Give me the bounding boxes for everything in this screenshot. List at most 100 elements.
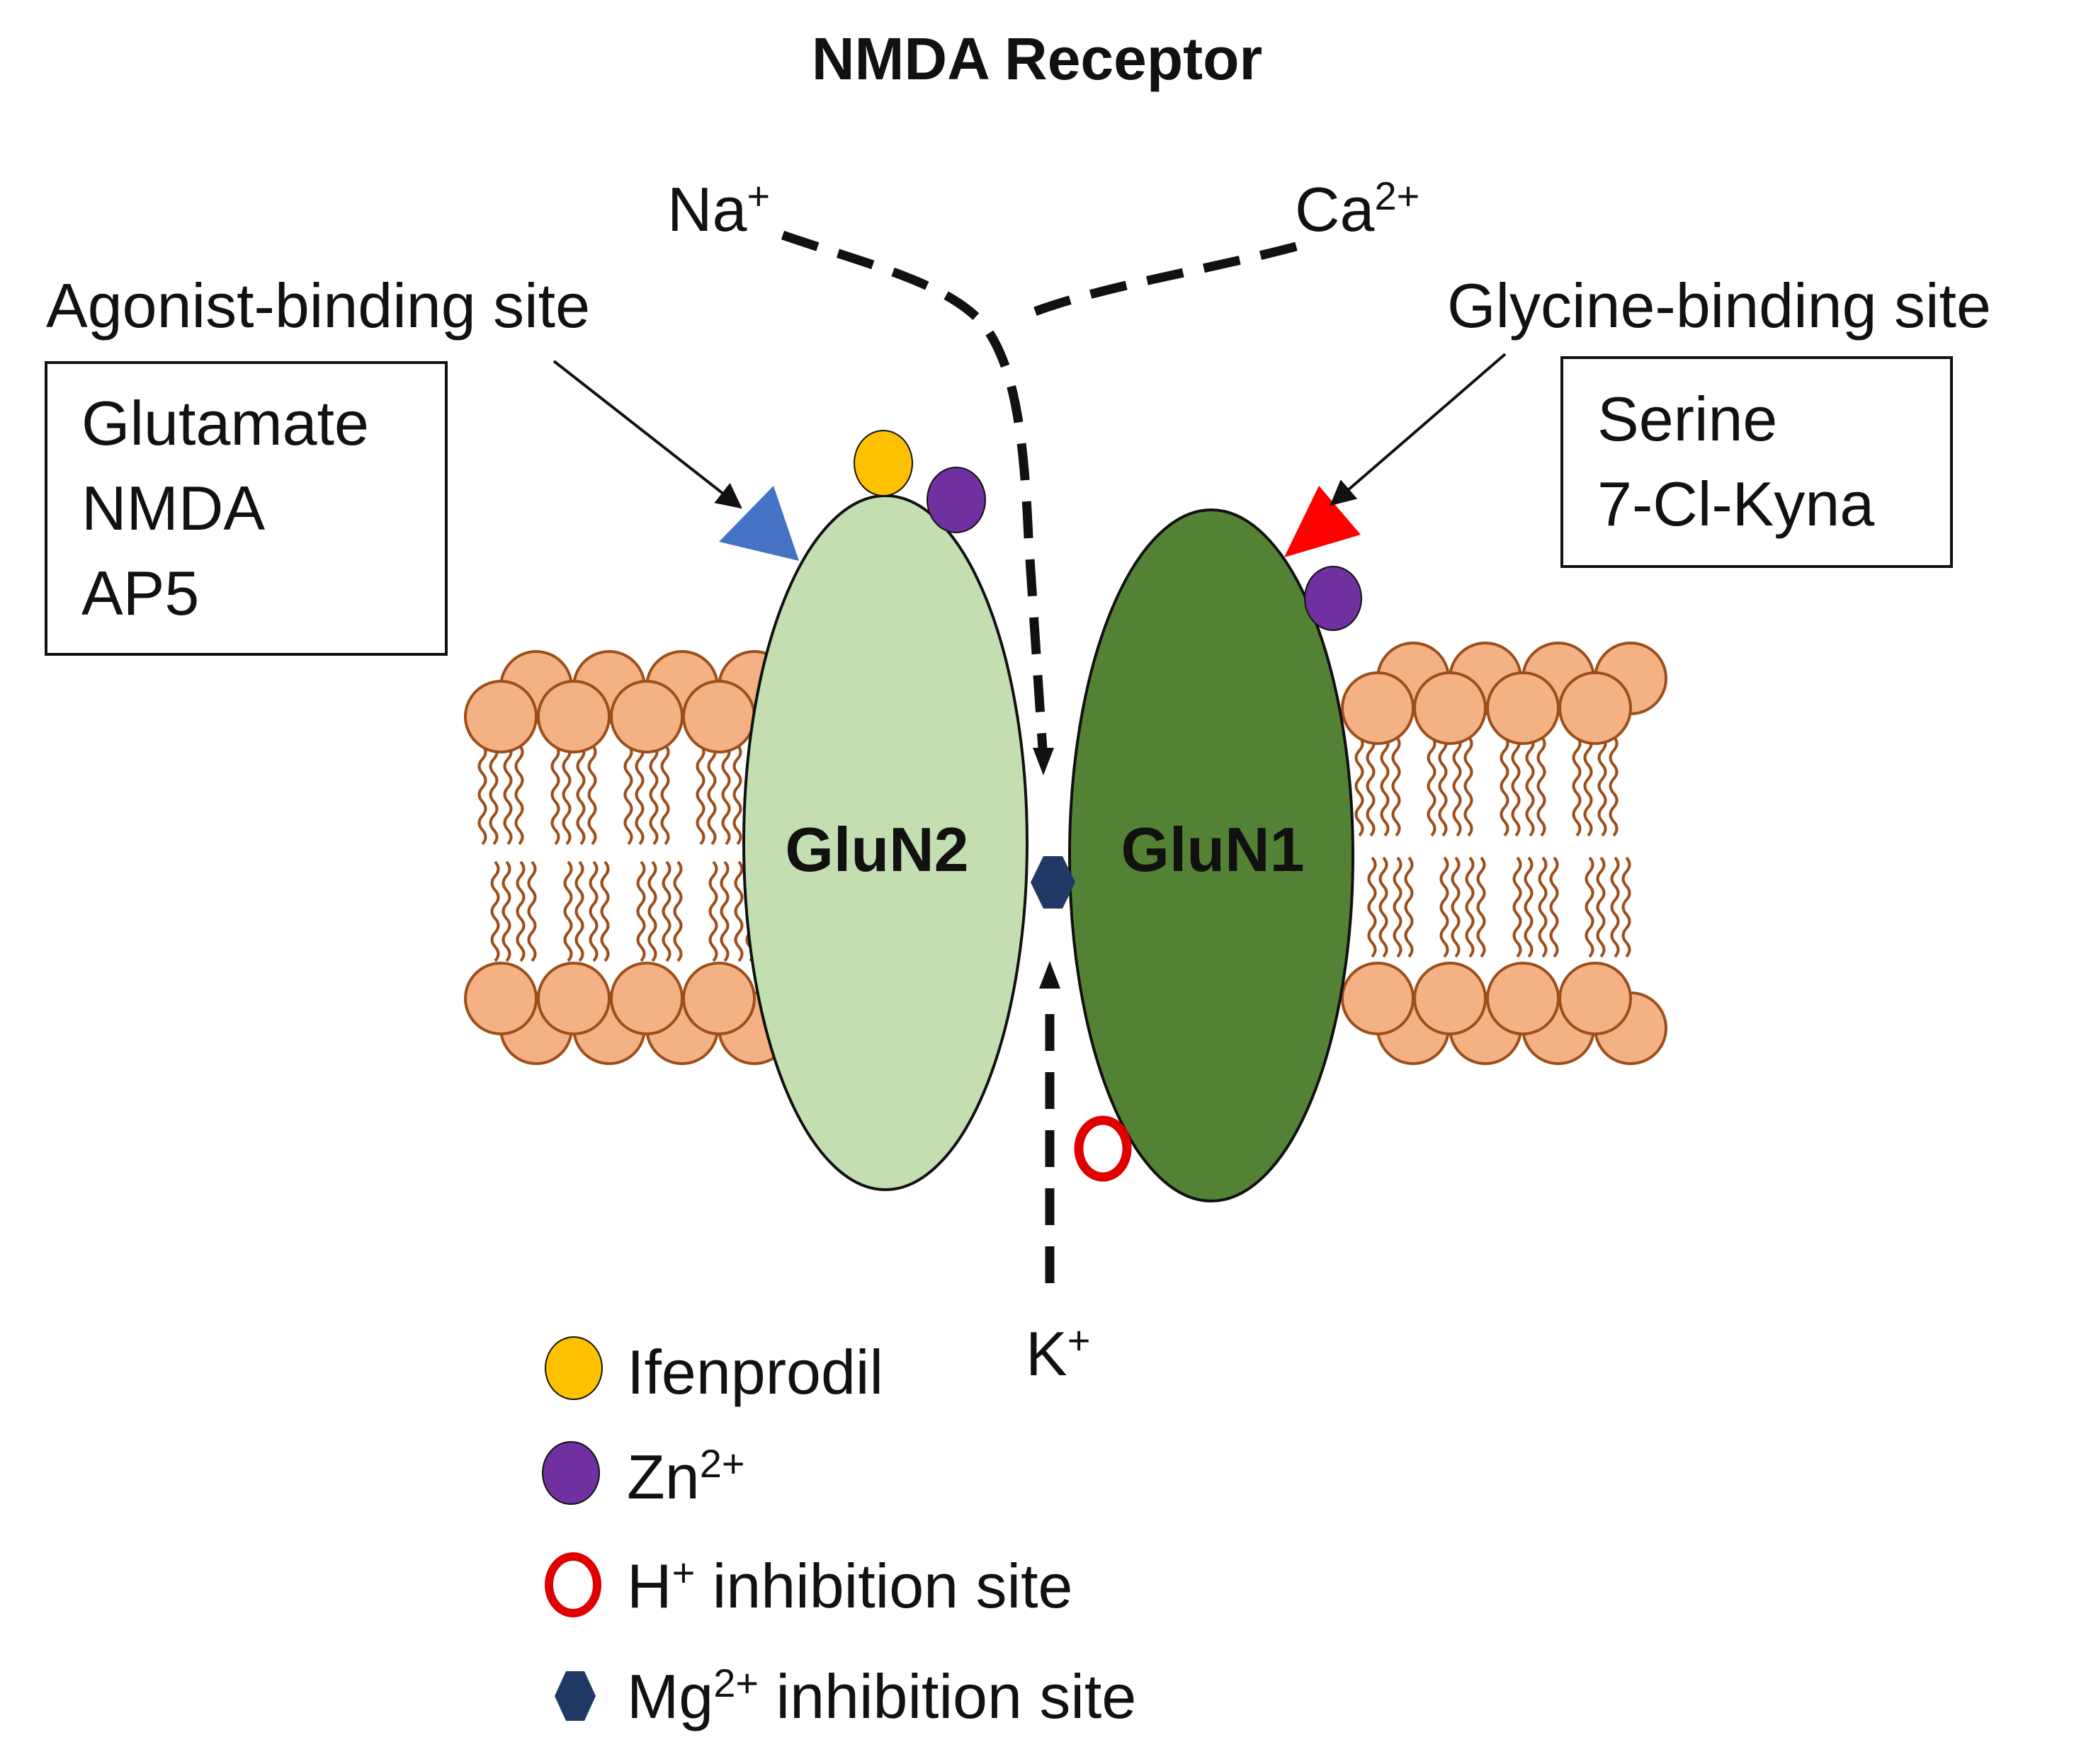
lipid-head — [464, 962, 538, 1035]
lipid-tail — [574, 860, 584, 962]
diagram-title: NMDA Receptor — [812, 25, 1262, 92]
lipid-tail — [1597, 735, 1607, 837]
lipid-tail — [1439, 856, 1449, 958]
lipid-tail — [563, 860, 573, 962]
agonist-pointer-arrow — [552, 360, 742, 509]
lipid-tail — [489, 744, 499, 846]
lipid-tail — [673, 860, 683, 962]
lipid-tail — [1366, 735, 1376, 837]
ca-flow-path — [1018, 241, 1298, 322]
lipid-head — [464, 680, 538, 753]
lipid-tail — [550, 744, 560, 846]
potassium-ion-label: K+ — [1026, 1318, 1090, 1389]
lipid-head — [1413, 962, 1487, 1035]
lipid-tail — [1512, 856, 1522, 958]
magnesium-block-hexagon-icon — [1031, 856, 1075, 909]
glycine-ligand-2: 7-Cl-Kyna — [1597, 469, 1874, 539]
lipid-tail — [1585, 856, 1594, 958]
glycine-ligand-box — [1560, 356, 1953, 568]
lipid-tail — [1451, 856, 1461, 958]
calcium-ion-label: Ca2+ — [1295, 173, 1420, 244]
legend-proton-ring-icon — [545, 1552, 601, 1617]
glun1-label: GluN1 — [1121, 814, 1304, 884]
zinc-site-glun2-dot-icon — [926, 467, 986, 533]
lipid-tail — [662, 860, 672, 962]
lipid-tail — [1549, 856, 1559, 958]
lipid-tail — [589, 860, 599, 962]
lipid-tail — [696, 744, 706, 846]
glycine-pointer-arrow — [1330, 353, 1507, 506]
lipid-head — [1558, 671, 1632, 745]
lipid-tail — [1404, 856, 1414, 958]
lipid-head — [1413, 671, 1487, 745]
lipid-tail — [1621, 856, 1631, 958]
glycine-site-label: Glycine-binding site — [1447, 271, 1991, 341]
zinc-site-glun1-dot-icon — [1304, 566, 1362, 631]
agonist-ligand-box — [45, 361, 448, 656]
lipid-tail — [1476, 856, 1486, 958]
glun1-subunit — [1068, 508, 1354, 1202]
efflux-arrowhead — [1039, 961, 1060, 989]
lipid-tail — [1391, 735, 1401, 837]
lipid-tail — [660, 744, 670, 846]
agonist-ligand-1: Glutamate — [81, 388, 369, 458]
lipid-tail — [490, 860, 500, 962]
lipid-tail — [477, 744, 487, 846]
lipid-tail — [623, 744, 633, 846]
lipid-tail — [1378, 856, 1388, 958]
lipid-head — [1341, 962, 1415, 1035]
lipid-tail — [1511, 735, 1521, 837]
ion-flow-paths — [781, 230, 1298, 1283]
legend-magnesium-hexagon-icon — [555, 1671, 596, 1721]
lipid-tail — [1536, 735, 1546, 837]
sodium-ion-label: Na+ — [667, 173, 770, 244]
lipid-tail — [576, 744, 586, 846]
legend-zinc-icon — [542, 1441, 600, 1505]
lipid-head — [1558, 962, 1632, 1035]
lipid-tail — [1500, 735, 1509, 837]
lipid-tail — [647, 860, 657, 962]
lipid-tail — [562, 744, 572, 846]
legend-item-ifenprodil: Ifenprodil — [627, 1337, 883, 1407]
lipid-head — [610, 962, 684, 1035]
lipid-head — [682, 680, 756, 753]
lipid-tail — [1367, 856, 1377, 958]
lipid-tail — [1452, 735, 1462, 837]
lipid-tail — [1438, 735, 1448, 837]
lipid-tail — [732, 744, 742, 846]
lipid-tail — [1393, 856, 1402, 958]
lipid-tail — [1524, 856, 1534, 958]
proton-inhibition-ring-icon — [1074, 1115, 1132, 1182]
ifenprodil-site-dot-icon — [854, 430, 913, 496]
influx-arrowhead — [1033, 748, 1054, 775]
legend-item-magnesium: Mg2+ inhibition site — [627, 1661, 1136, 1731]
lipid-bilayer-right — [1341, 642, 1667, 1065]
lipid-tail — [516, 860, 526, 962]
lipid-head — [610, 680, 684, 753]
lipid-tail — [1380, 735, 1390, 837]
lipid-tail — [721, 744, 731, 846]
lipid-tail — [1583, 735, 1593, 837]
lipid-tail — [503, 744, 513, 846]
lipid-tail — [734, 860, 744, 962]
lipid-tail — [1463, 735, 1473, 837]
lipid-head — [537, 680, 611, 753]
lipid-tail — [1525, 735, 1535, 837]
lipid-tail — [514, 744, 524, 846]
lipid-tail — [1354, 735, 1364, 837]
lipid-tail — [527, 860, 537, 962]
lipid-tail — [600, 860, 610, 962]
lipid-tail — [1609, 735, 1619, 837]
legend-ifenprodil-icon — [545, 1336, 603, 1400]
glycine-binding-triangle-icon — [1284, 486, 1361, 557]
lipid-tail — [635, 744, 645, 846]
lipid-tail — [1427, 735, 1436, 837]
lipid-tail — [1596, 856, 1606, 958]
lipid-bilayer-left — [464, 650, 791, 1065]
lipid-tail — [1465, 856, 1475, 958]
lipid-head — [1341, 671, 1415, 745]
agonist-binding-triangle-icon — [719, 486, 799, 561]
lipid-tail — [708, 860, 718, 962]
lipid-tail — [1538, 856, 1548, 958]
